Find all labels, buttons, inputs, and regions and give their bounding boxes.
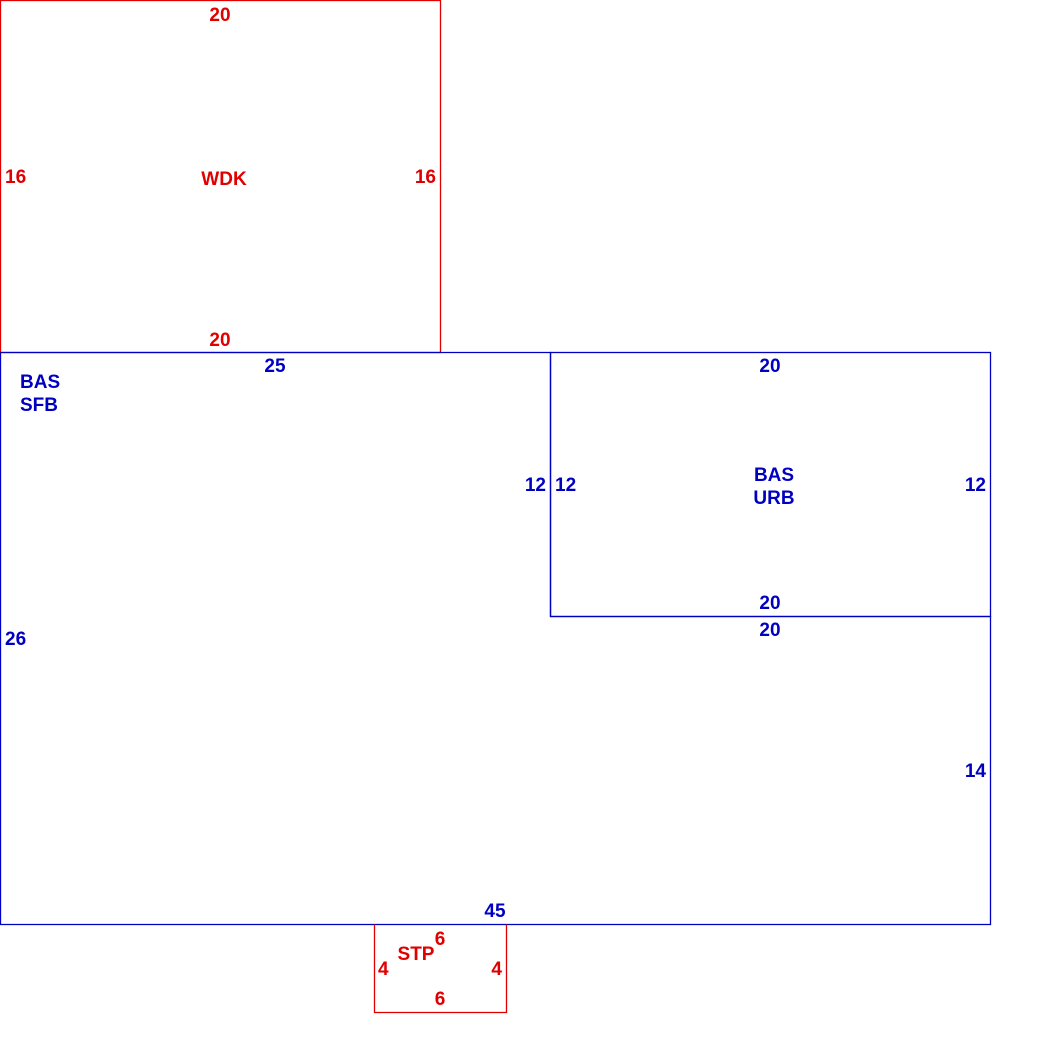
bas-sfb-dim-bottom: 45 (484, 901, 506, 922)
bas-sfb-dim-step-top: 20 (759, 620, 780, 641)
bas-sfb-dim-left: 26 (5, 629, 26, 650)
bas-sfb-outline (0, 351, 992, 926)
bas-urb-code-line-2: URB (753, 488, 794, 509)
stp-dim-left: 4 (378, 959, 389, 980)
bas-sfb-code-line-2: SFB (20, 395, 58, 416)
bas-urb-code-line-1: BAS (754, 465, 794, 486)
stp-area: 6 STP 4 4 6 (373, 924, 508, 1014)
wdk-code-label: WDK (201, 169, 247, 190)
bas-sfb-dim-right-upper: 12 (525, 475, 546, 496)
stp-dim-right: 4 (491, 959, 502, 980)
bas-sfb-area: BAS SFB 25 12 26 20 14 45 (0, 351, 992, 926)
bas-urb-dim-bottom: 20 (759, 593, 780, 614)
bas-urb-dim-right: 12 (965, 475, 986, 496)
bas-urb-area: 20 20 12 12 BAS URB (549, 351, 992, 618)
wdk-dim-top: 20 (209, 5, 230, 26)
wdk-dim-bottom: 20 (209, 330, 230, 351)
stp-dim-bottom: 6 (435, 989, 446, 1010)
bas-sfb-dim-right-lower: 14 (965, 761, 987, 782)
wdk-area: 20 20 16 16 WDK (0, 0, 442, 354)
bas-sfb-dim-top: 25 (264, 356, 286, 377)
stp-code-label: STP (398, 944, 435, 965)
bas-urb-dim-top: 20 (759, 356, 780, 377)
bas-sfb-code-line-1: BAS (20, 372, 60, 393)
bas-urb-dim-left: 12 (555, 475, 576, 496)
bas-urb-outline (549, 351, 992, 618)
stp-dim-top: 6 (435, 929, 446, 950)
wdk-dim-right: 16 (415, 167, 436, 188)
wdk-dim-left: 16 (5, 167, 26, 188)
stp-outline (373, 924, 508, 1014)
